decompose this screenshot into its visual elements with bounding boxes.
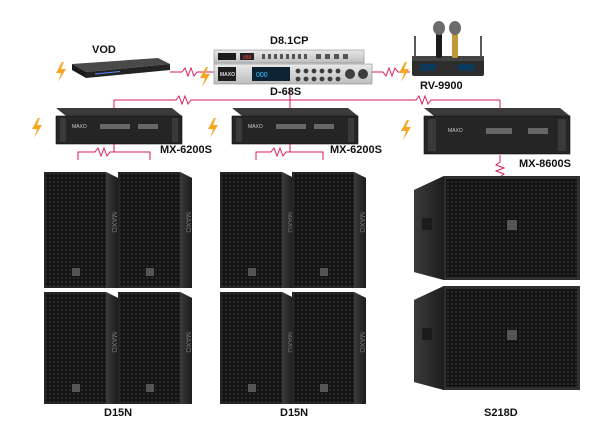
amp-brand: MAXO: [72, 124, 87, 130]
amp-right-label: MX-8600S: [519, 158, 571, 170]
subwoofer-cabinet: [414, 286, 580, 390]
cable-amp-center-to-speakers: [255, 146, 324, 160]
mixer-display: 000: [256, 72, 268, 79]
speaker-group-left: MAXO MAXO MAXO MAXO: [44, 172, 192, 404]
processor-label: D8.1CP: [270, 35, 309, 47]
cable-amp-left-to-speakers: [77, 146, 151, 160]
cabinet-side-logo: MAXO: [184, 212, 191, 233]
speaker-cabinet: MAXO: [44, 172, 118, 288]
amplifier-right: MAXO: [423, 108, 571, 155]
wireless-microphone: [412, 21, 484, 76]
microphone-label: RV-9900: [420, 80, 463, 92]
cable-distribution-bus: [114, 94, 500, 106]
vod-label: VOD: [92, 44, 116, 56]
speaker-group-center: MAXO MAXO MAXO MAXO: [220, 172, 366, 404]
speaker-cabinet: MAXO: [118, 292, 192, 404]
power-bolt-icon: [32, 118, 42, 138]
amp-brand: MAXO: [448, 128, 463, 134]
speaker-cabinet: MAXO: [292, 292, 366, 404]
power-bolt-icon: [200, 67, 210, 87]
cabinet-side-logo: MAXO: [286, 212, 293, 233]
karaoke-mixer: MAXO 000: [213, 63, 373, 85]
subwoofer-stack: [414, 176, 580, 390]
power-bolt-icon: [208, 118, 218, 138]
speaker-cabinet: MAXO: [44, 292, 118, 404]
speaker-cabinet: MAXO: [118, 172, 192, 288]
power-icons: [32, 62, 411, 140]
vod-player: [72, 58, 170, 78]
subwoofer-cabinet: [414, 176, 580, 280]
power-bolt-icon: [399, 62, 409, 82]
cable-vod-to-mixer: [170, 66, 214, 78]
cabinet-side-logo: MAXO: [358, 212, 365, 233]
cabinet-side-logo: MAXO: [184, 332, 191, 353]
mixer-brand: MAXO: [220, 72, 235, 78]
power-bolt-icon: [401, 120, 411, 140]
speakers-center-label: D15N: [280, 407, 309, 419]
amp-center-label: MX-6200S: [330, 144, 382, 156]
mixer-label: D-68S: [270, 86, 302, 98]
dsp-processor: 888: [213, 49, 365, 64]
svg-text:888: 888: [243, 55, 252, 61]
cabinet-side-logo: MAXO: [358, 332, 365, 353]
power-bolt-icon: [56, 62, 66, 82]
amp-brand: MAXO: [248, 124, 263, 130]
speaker-cabinet: MAXO: [220, 172, 294, 288]
cabinet-side-logo: MAXO: [286, 332, 293, 353]
cable-mic-to-mixer: [372, 66, 410, 78]
subwoofers-label: S218D: [484, 407, 518, 419]
cabinet-side-logo: MAXO: [110, 332, 117, 353]
speakers-left-label: D15N: [104, 407, 133, 419]
amplifier-center: MAXO: [231, 108, 359, 145]
amplifier-left: MAXO: [55, 108, 183, 145]
cabinet-side-logo: MAXO: [110, 212, 117, 233]
amp-left-label: MX-6200S: [160, 144, 212, 156]
speaker-cabinet: MAXO: [292, 172, 366, 288]
speaker-cabinet: MAXO: [220, 292, 294, 404]
